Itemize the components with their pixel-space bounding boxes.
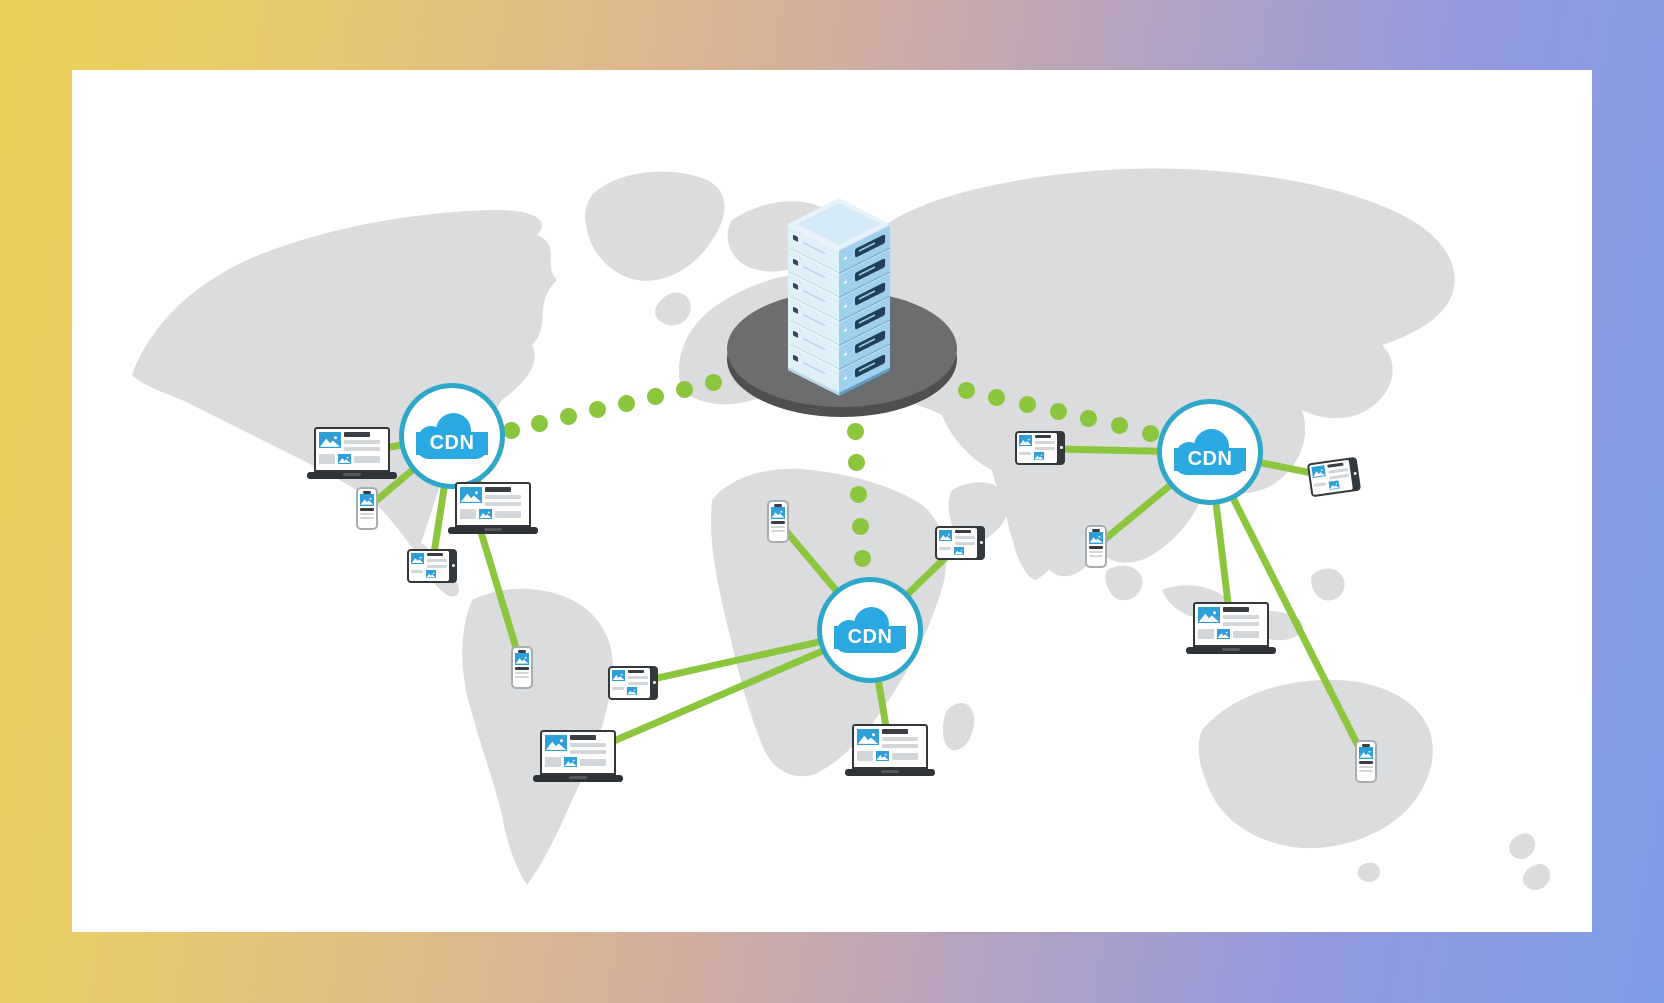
laptop-screen (1193, 602, 1269, 647)
image-placeholder-icon (564, 760, 577, 767)
tablet-icon (935, 526, 985, 560)
network-links-layer (72, 70, 1592, 932)
image-placeholder-icon (771, 511, 785, 518)
server-cdn-dot (502, 421, 520, 439)
laptop-base (307, 472, 397, 479)
image-placeholder-icon (876, 754, 889, 761)
tablet-icon (608, 666, 658, 700)
cdn-node-west: CDN (399, 383, 505, 489)
server-cdn-dot (618, 394, 635, 412)
server-cdn-dot (531, 414, 549, 432)
image-placeholder-icon (1019, 439, 1032, 446)
server-cdn-dot (675, 381, 693, 398)
server-cdn-dot (1141, 424, 1159, 442)
cdn-cloud-icon: CDN (416, 413, 488, 459)
server-cdn-dot (848, 454, 866, 472)
tablet-screen (937, 528, 977, 558)
image-placeholder-icon (954, 549, 964, 555)
illustration-card: CDN CDN CDN (72, 70, 1592, 932)
server-cdn-dot (988, 388, 1006, 406)
server-cdn-dot (1049, 403, 1067, 420)
tablet-screen (610, 668, 650, 698)
tablet-camera (1353, 471, 1357, 476)
laptop-screen (540, 730, 616, 775)
cdn-label: CDN (834, 626, 906, 649)
server-cdn-dot (560, 408, 578, 425)
tablet-screen (409, 551, 449, 581)
tablet-icon (1015, 431, 1065, 465)
server-cdn-dot (1018, 395, 1036, 413)
image-placeholder-icon (612, 674, 625, 681)
image-placeholder-icon (1313, 469, 1326, 478)
image-placeholder-icon (1359, 751, 1373, 758)
phone-notch (518, 649, 526, 653)
smartphone-icon (767, 499, 789, 543)
laptop-icon (845, 724, 935, 776)
image-placeholder-icon (1198, 611, 1220, 623)
server-cdn-dot (646, 387, 664, 405)
laptop-icon (307, 427, 397, 479)
image-placeholder-icon (939, 534, 952, 541)
server-cdn-dot (589, 401, 607, 419)
tablet-screen (1309, 459, 1353, 496)
image-placeholder-icon (479, 512, 492, 519)
image-placeholder-icon (411, 557, 424, 564)
tablet-camera (653, 681, 656, 684)
cdn-node-central: CDN (817, 577, 923, 683)
image-placeholder-icon (1330, 483, 1340, 490)
smartphone-icon (1085, 524, 1107, 568)
cdn-cloud-icon: CDN (834, 607, 906, 653)
tablet-icon (1306, 456, 1362, 498)
server-cdn-dot (846, 422, 864, 440)
laptop-screen (852, 724, 928, 769)
image-placeholder-icon (360, 498, 374, 505)
image-placeholder-icon (545, 739, 567, 751)
server-cdn-dot (850, 486, 867, 503)
laptop-base (533, 775, 623, 782)
smartphone-icon (1355, 739, 1377, 783)
server-cdn-dot (704, 374, 722, 392)
tablet-camera (980, 541, 983, 544)
server-cdn-dot (957, 381, 975, 399)
server-cdn-dot (1110, 417, 1128, 435)
server-cdn-dot (851, 517, 869, 535)
phone-notch (774, 503, 782, 507)
laptop-base (448, 527, 538, 534)
laptop-screen (455, 482, 531, 527)
laptop-icon (533, 730, 623, 782)
smartphone-icon (356, 486, 378, 530)
image-placeholder-icon (460, 491, 482, 503)
image-placeholder-icon (426, 572, 436, 578)
smartphone-icon (511, 645, 533, 689)
laptop-screen (314, 427, 390, 472)
image-placeholder-icon (515, 657, 529, 664)
origin-server-icon (788, 198, 890, 423)
cdn-cloud-icon: CDN (1174, 429, 1246, 475)
tablet-camera (1060, 446, 1063, 449)
laptop-icon (1186, 602, 1276, 654)
image-placeholder-icon (1089, 536, 1103, 543)
cdn-label: CDN (416, 432, 488, 455)
server-cdn-dot (853, 549, 871, 567)
tablet-icon (407, 549, 457, 583)
phone-notch (1362, 743, 1370, 747)
image-placeholder-icon (857, 733, 879, 745)
server-cdn-dot (1080, 410, 1098, 428)
tablet-camera (452, 564, 455, 567)
laptop-base (845, 769, 935, 776)
laptop-icon (448, 482, 538, 534)
cdn-label: CDN (1174, 448, 1246, 471)
devices-layer (72, 70, 1592, 932)
image-placeholder-icon (1034, 454, 1044, 460)
image-placeholder-icon (627, 689, 637, 695)
phone-notch (1092, 528, 1100, 532)
phone-notch (363, 490, 371, 494)
image-placeholder-icon (338, 457, 351, 464)
cdn-node-east: CDN (1157, 399, 1263, 505)
tablet-screen (1017, 433, 1057, 463)
laptop-base (1186, 647, 1276, 654)
image-placeholder-icon (1217, 632, 1230, 639)
image-placeholder-icon (319, 436, 341, 448)
